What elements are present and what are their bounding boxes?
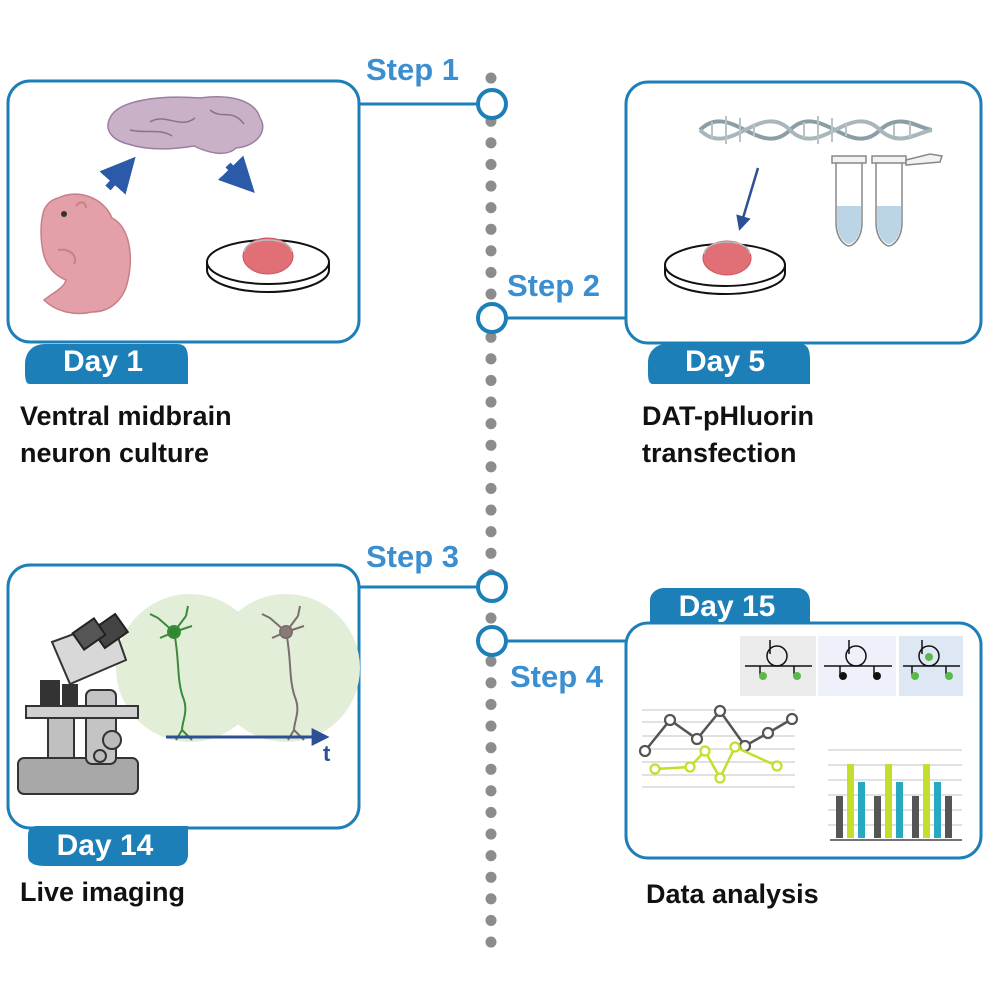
step-3-label: Step 3 (366, 539, 460, 574)
step-1-connector (359, 88, 508, 120)
day-tabs (25, 344, 810, 866)
arrow-down-right (217, 155, 255, 194)
step-3-day-badge: Day 14 (56, 829, 154, 862)
dna-helix-illustration (698, 116, 933, 144)
step-1-day-badge: Day 1 (62, 345, 144, 378)
step-4-day-badge: Day 15 (678, 590, 776, 623)
step-2-label: Step 2 (507, 268, 601, 303)
microscope-illustration (17, 612, 139, 795)
step-1-label: Step 1 (366, 52, 460, 87)
time-axis-label: t (323, 741, 331, 766)
petri-dish-illustration (664, 240, 786, 296)
panel-step-1 (6, 79, 361, 344)
step-3-description: Live imaging (20, 877, 186, 907)
step-2-connector (476, 302, 626, 334)
step-2-description: DAT-pHluorin transfection (642, 401, 814, 468)
step-4-connector (476, 625, 626, 657)
brain-illustration (107, 96, 264, 155)
step-1-description: Ventral midbrain neuron culture (20, 401, 232, 468)
bar-chart-illustration (828, 749, 962, 841)
line-chart-illustration (638, 704, 799, 788)
imaging-snapshots (740, 636, 963, 696)
step-2-day-badge: Day 5 (684, 345, 766, 378)
petri-dish-illustration (206, 237, 330, 294)
microtubes-illustration (831, 153, 943, 247)
panel-step-2 (624, 80, 983, 345)
step-4-description: Data analysis (646, 879, 819, 909)
step-4-label: Step 4 (510, 659, 604, 694)
panel-step-4 (624, 621, 983, 860)
arrow-to-dish (736, 167, 760, 231)
arrow-up-right (99, 156, 136, 195)
step-3-connector (359, 571, 508, 603)
neuron-gray-illustration (261, 605, 305, 741)
neuron-green-illustration (149, 605, 193, 741)
panel-step-3 (6, 563, 361, 830)
mouse-pup-illustration (40, 193, 131, 315)
